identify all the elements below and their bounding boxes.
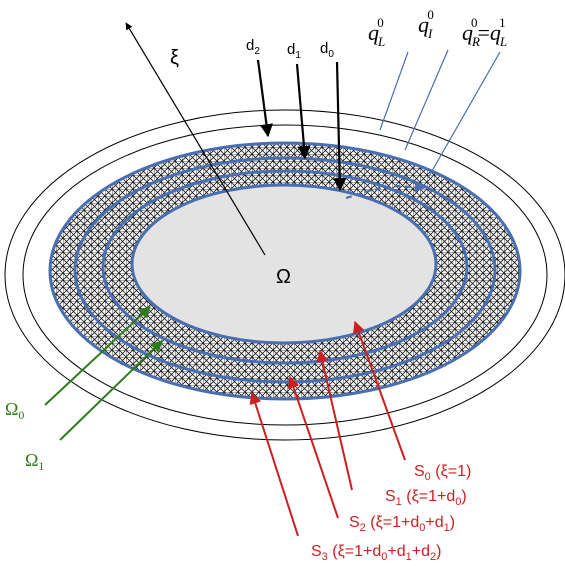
omega1-arrow (59, 340, 163, 441)
d2-arrow (256, 59, 273, 138)
q-i-label: qI0 (418, 7, 434, 41)
q-l-label: qL0 (368, 15, 385, 49)
core-region (130, 183, 438, 345)
d2-label: d2 (246, 37, 260, 57)
omega0-arrow (44, 306, 151, 406)
omega-label: Ω (276, 266, 291, 288)
s1-arrow (316, 349, 353, 491)
outer-boundary-1 (4, 109, 565, 441)
d1-label: d1 (287, 41, 301, 61)
q-l-line (379, 51, 409, 131)
s1-label: S1 (ξ=1+d0) (385, 488, 467, 508)
d0-arrow (333, 61, 347, 192)
s3-label: S3 (ξ=1+d0+d1+d2) (311, 543, 441, 563)
d1-arrow (295, 63, 311, 160)
xi-arrow (125, 22, 266, 256)
s0-arrow (353, 320, 406, 461)
q-r-label: qR0=qL1 (462, 15, 507, 49)
s2-label: S2 (ξ=1+d0+d1) (349, 514, 455, 534)
omega1-label: Ω1 (25, 450, 44, 473)
d0-label: d0 (320, 40, 334, 60)
s3-arrow (249, 391, 299, 537)
surface-s1 (101, 169, 469, 365)
s2-arrow (287, 375, 339, 519)
outer-boundary-2 (22, 124, 548, 426)
q-r-line (427, 51, 501, 179)
omega0-label: Ω0 (5, 399, 24, 422)
flux-arrows (345, 182, 425, 199)
q-i-line (404, 49, 449, 151)
xi-label: ξ (170, 47, 179, 69)
s0-label: S0 (ξ=1) (414, 463, 471, 483)
surface-s2 (73, 156, 497, 384)
